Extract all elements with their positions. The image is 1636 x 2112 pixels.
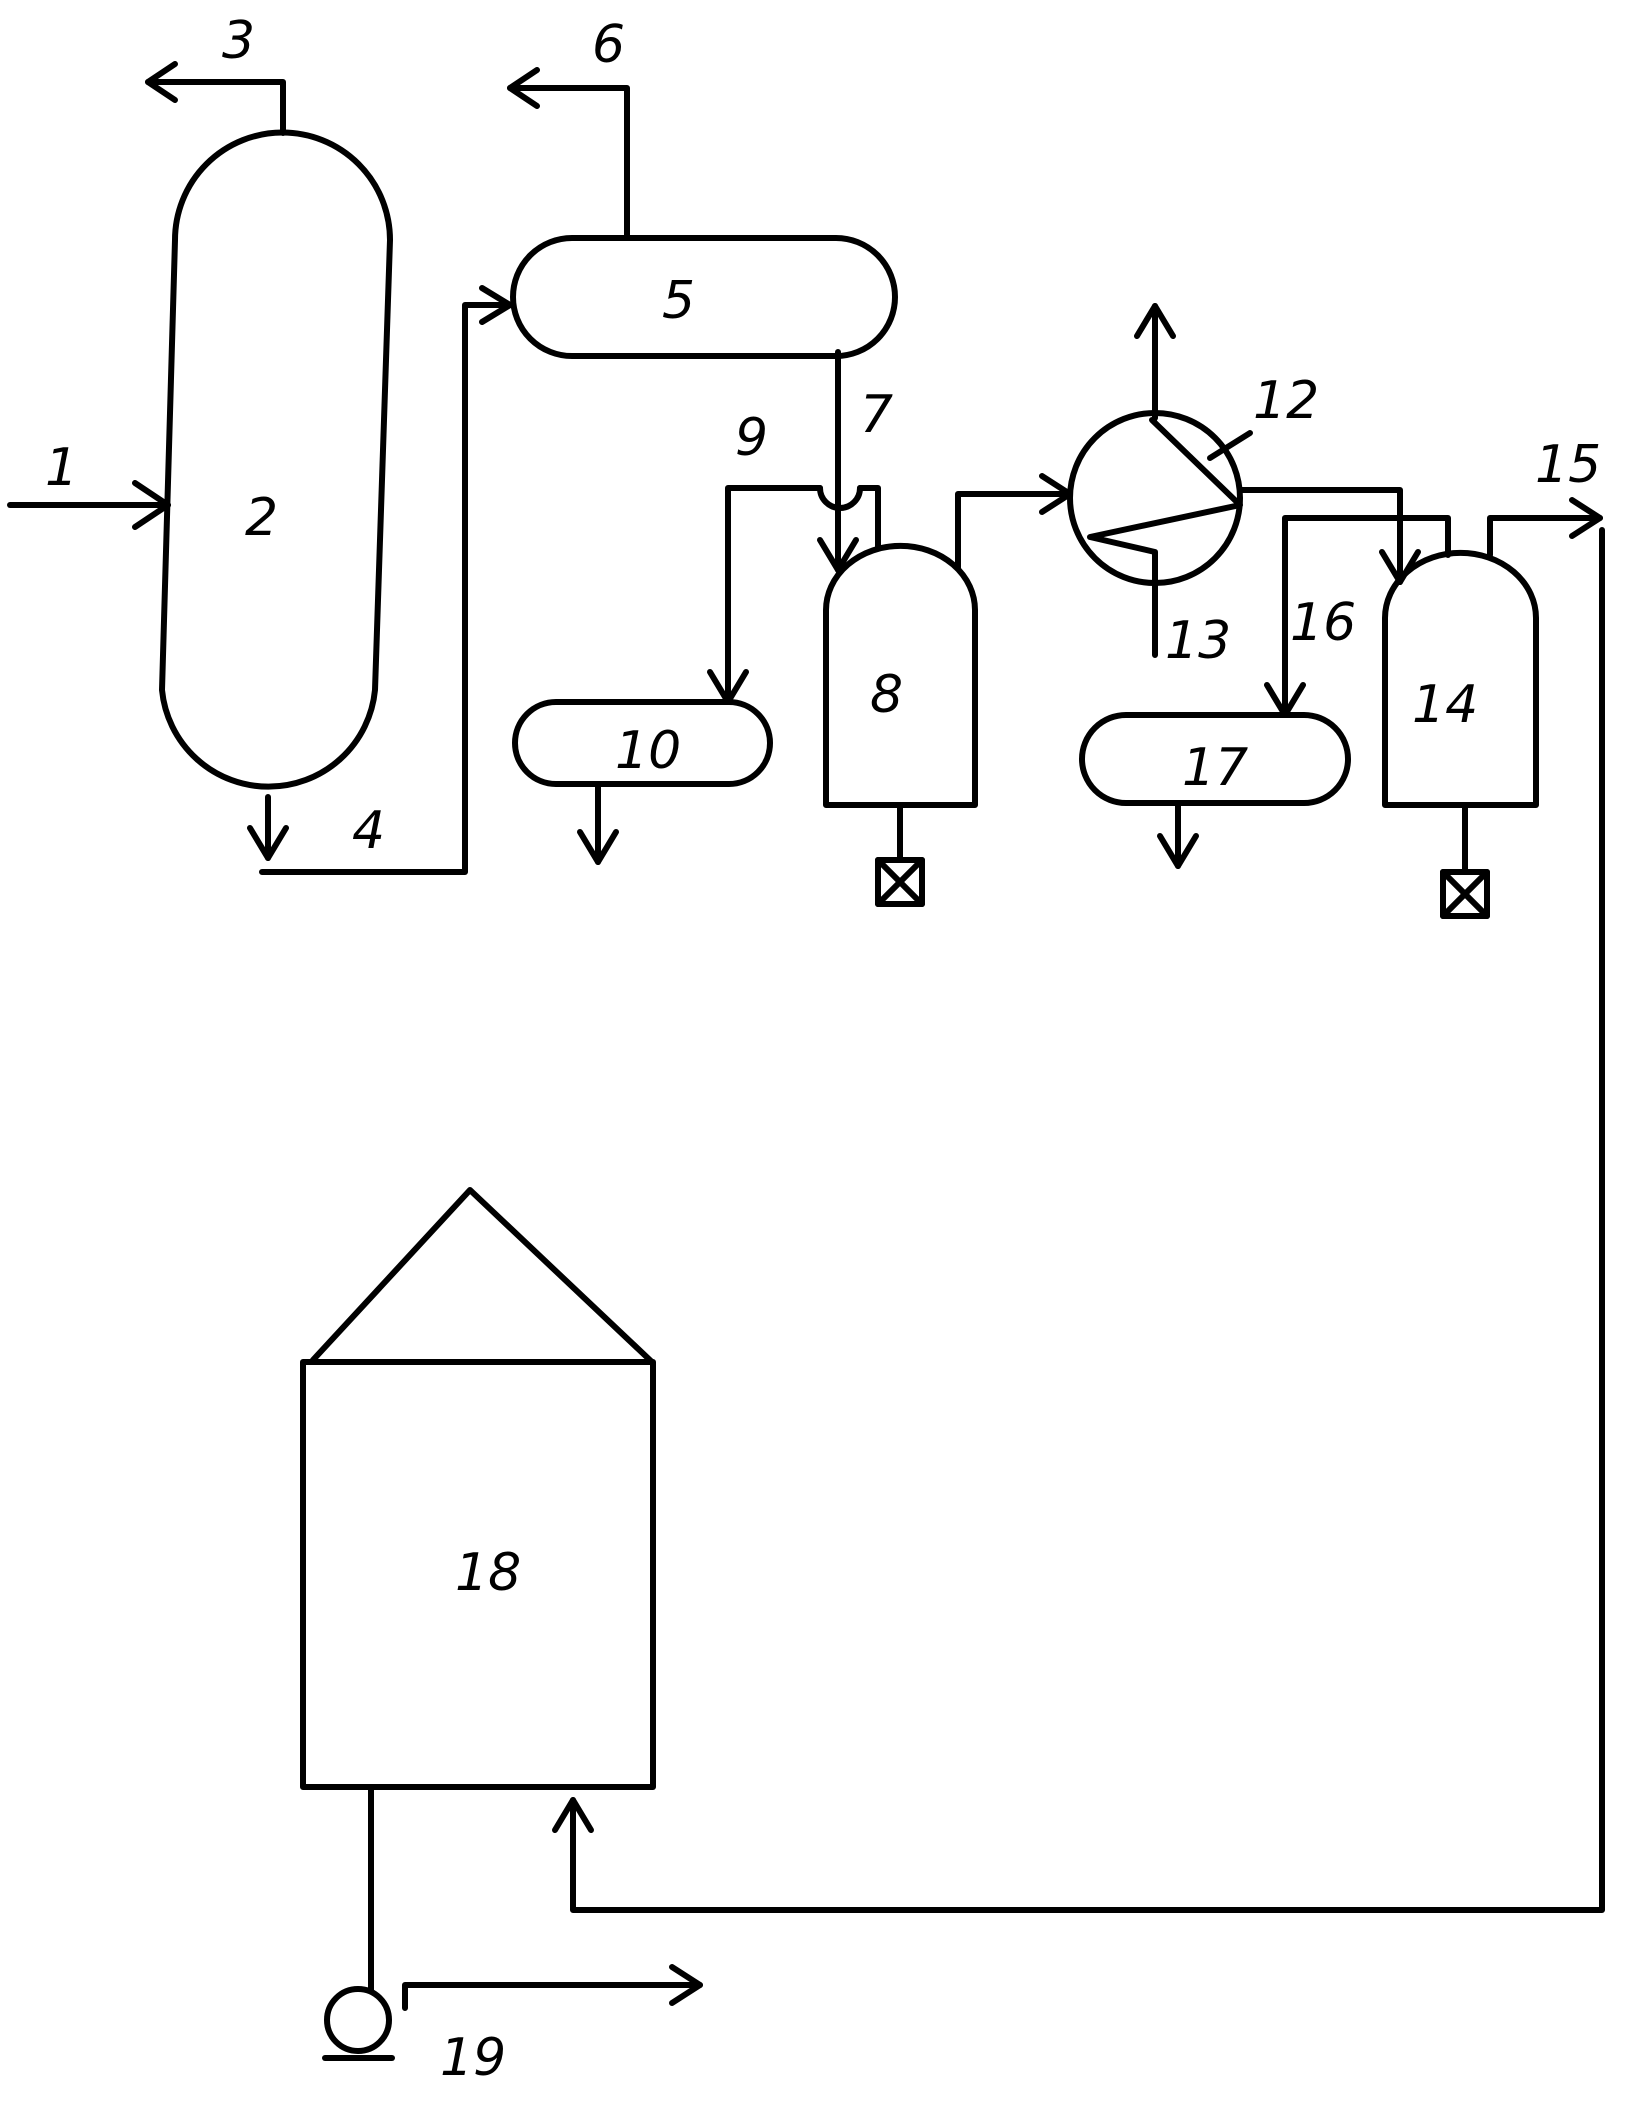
label-15: 15 [1535,435,1601,495]
label-14: 14 [1412,675,1478,735]
label-16: 16 [1290,593,1356,653]
label-17: 17 [1182,738,1248,798]
label-9: 9 [735,408,768,468]
label-6: 6 [592,15,625,75]
stream-6-arrow [510,70,627,238]
pump-19 [325,1787,700,2058]
label-10: 10 [615,721,681,781]
stream-9-line [710,488,878,702]
stream-8-to-12 [958,476,1070,568]
stream-12-to-14 [1240,490,1418,582]
label-4: 4 [352,801,385,861]
label-1: 1 [45,438,78,498]
stream-7-line [820,352,856,570]
tower-18 [303,1190,653,1787]
label-13: 13 [1165,611,1231,671]
label-2: 2 [245,488,278,548]
drum-5 [513,238,895,356]
column-2 [162,133,390,787]
stream-1-arrow [10,483,168,527]
label-3: 3 [222,11,255,71]
label-18: 18 [455,1543,521,1603]
label-19: 19 [440,2028,506,2088]
label-5: 5 [662,271,695,331]
separator-12 [1070,306,1250,655]
label-12: 12 [1253,371,1319,431]
stream-3-arrow [148,64,283,133]
label-8: 8 [870,665,903,725]
label-7: 7 [860,385,893,445]
